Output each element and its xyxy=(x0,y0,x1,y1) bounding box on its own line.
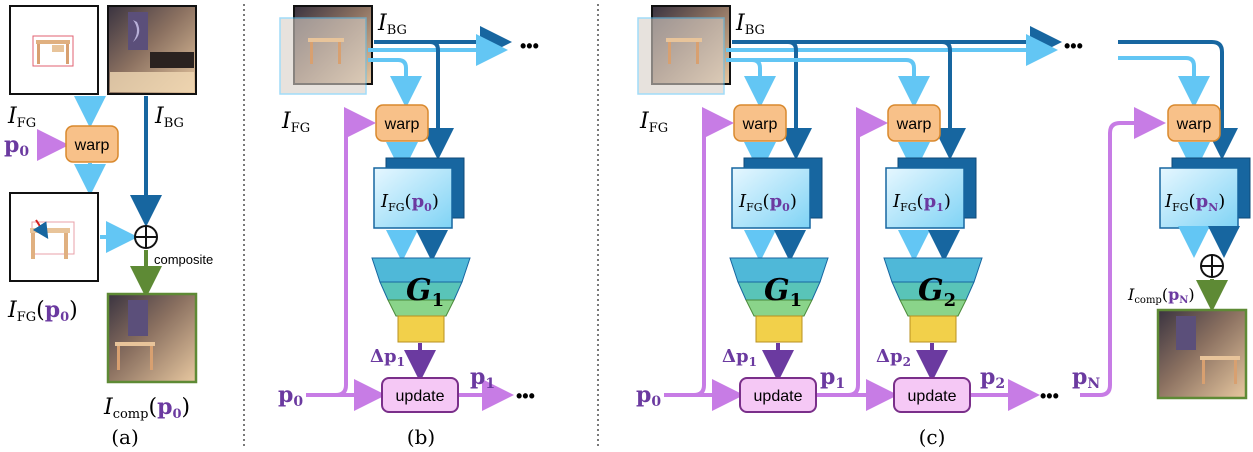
p0-label-c: p0 xyxy=(636,382,661,410)
delta-p-label-c1: Δp1 xyxy=(722,346,757,369)
generator-b: G1 xyxy=(371,257,471,343)
update-label-b: update xyxy=(396,388,445,405)
arrow-p0-to-warp-c1 xyxy=(664,107,734,397)
caption-a: (a) xyxy=(111,425,139,449)
p1-label-b: p1 xyxy=(470,364,495,392)
ellipsis-bottom-b: ••• xyxy=(516,386,535,406)
generator-label-c2: G xyxy=(918,273,944,308)
warp-box-c2 xyxy=(887,104,941,142)
update-label-c2: update xyxy=(908,388,957,405)
update-box-c1 xyxy=(739,377,817,413)
ellipsis-bottom-c: ••• xyxy=(1040,386,1059,406)
composite-output-image-final xyxy=(1156,308,1248,400)
composite-label: composite xyxy=(154,252,213,267)
arrow-bg-to-features-b xyxy=(374,40,454,160)
warp-box-c1 xyxy=(733,104,787,142)
arrow-fg-to-warp2-c xyxy=(726,58,930,108)
arrow-pN-to-warp-c xyxy=(1080,107,1166,397)
warp-box-a xyxy=(65,125,119,163)
update-label-c1: update xyxy=(754,388,803,405)
fg-image-b xyxy=(279,17,367,95)
composite-output-image xyxy=(106,292,198,384)
feature-label-c2: IFG(p1) xyxy=(892,191,951,214)
warp-label-c2: warp xyxy=(896,116,932,133)
ellipsis-top-b: ••• xyxy=(520,36,539,56)
feature-box-c1 xyxy=(731,167,811,229)
caption-c: (c) xyxy=(919,425,946,449)
caption-b: (b) xyxy=(407,425,435,449)
arrow-fg-to-warp-b xyxy=(368,58,422,108)
warp-box-b xyxy=(375,104,429,142)
feature-label-c1: IFG(p0) xyxy=(738,191,797,214)
warped-fg-label: IFG(p0) xyxy=(7,297,78,325)
bg-image xyxy=(107,5,197,95)
composite-op-final xyxy=(1200,254,1224,278)
fg-label-b: IFG xyxy=(281,109,310,136)
arrow-p0-to-warp-b xyxy=(306,107,376,397)
pN-label-c: pN xyxy=(1072,364,1100,392)
arrow-bg-to-features2-c xyxy=(732,40,966,160)
warp-label-b: warp xyxy=(384,116,420,133)
bg-label-b: IBG xyxy=(377,11,407,38)
composite-op xyxy=(134,225,158,249)
arrow-fg-to-warp1-c xyxy=(726,58,776,108)
p0-label-b: p0 xyxy=(278,382,303,410)
p0-label: p0 xyxy=(4,132,29,160)
feature-box-final xyxy=(1159,167,1239,229)
warp-label-c1: warp xyxy=(742,116,778,133)
arrow-fg-to-final-warp-c xyxy=(1118,56,1210,108)
feature-label-b: IFG(p0) xyxy=(380,191,439,214)
fg-image xyxy=(9,5,99,95)
bg-label: IBG xyxy=(154,104,184,131)
generator-label-b: G xyxy=(406,273,432,308)
ellipsis-top-c: ••• xyxy=(1064,36,1083,56)
p1-label-c: p1 xyxy=(820,364,845,392)
delta-p-label-c2: Δp2 xyxy=(876,346,911,369)
fg-label-c: IFG xyxy=(639,109,668,136)
panel-c: IBG IFG ••• warp p0 IFG(p0) G1 xyxy=(636,5,1251,449)
warp-label-a: warp xyxy=(74,137,110,154)
feature-box-c2 xyxy=(885,167,965,229)
generator-c2: G2 xyxy=(883,257,983,343)
feature-box-b xyxy=(373,167,453,229)
composite-output-label-final: Icomp(pN) xyxy=(1127,285,1195,306)
fg-image-c xyxy=(637,17,725,95)
svg-text:G2: G2 xyxy=(918,273,956,311)
svg-text:G1: G1 xyxy=(764,273,802,311)
update-box-b xyxy=(381,377,459,413)
delta-p-label-b: Δp1 xyxy=(370,346,405,369)
generator-label-c1: G xyxy=(764,273,790,308)
feature-label-final: IFG(pN) xyxy=(1164,191,1225,214)
composite-output-label: Icomp(p0) xyxy=(103,394,190,422)
update-box-c2 xyxy=(893,377,971,413)
svg-text:G1: G1 xyxy=(406,273,444,311)
warp-box-final xyxy=(1167,104,1221,142)
panel-a: IFG IBG p0 warp IFG(p0) composite xyxy=(4,5,213,449)
warped-fg-image xyxy=(9,192,99,282)
p2-label-c: p2 xyxy=(980,364,1005,392)
arrow-bg-to-final-c xyxy=(1118,40,1238,160)
panel-b: IBG IFG ••• warp p0 IFG(p0) G1 xyxy=(278,5,539,449)
fg-label: IFG xyxy=(7,104,36,131)
bg-label-c: IBG xyxy=(735,11,765,38)
warp-label-final: warp xyxy=(1176,116,1212,133)
generator-c1: G1 xyxy=(729,257,829,343)
